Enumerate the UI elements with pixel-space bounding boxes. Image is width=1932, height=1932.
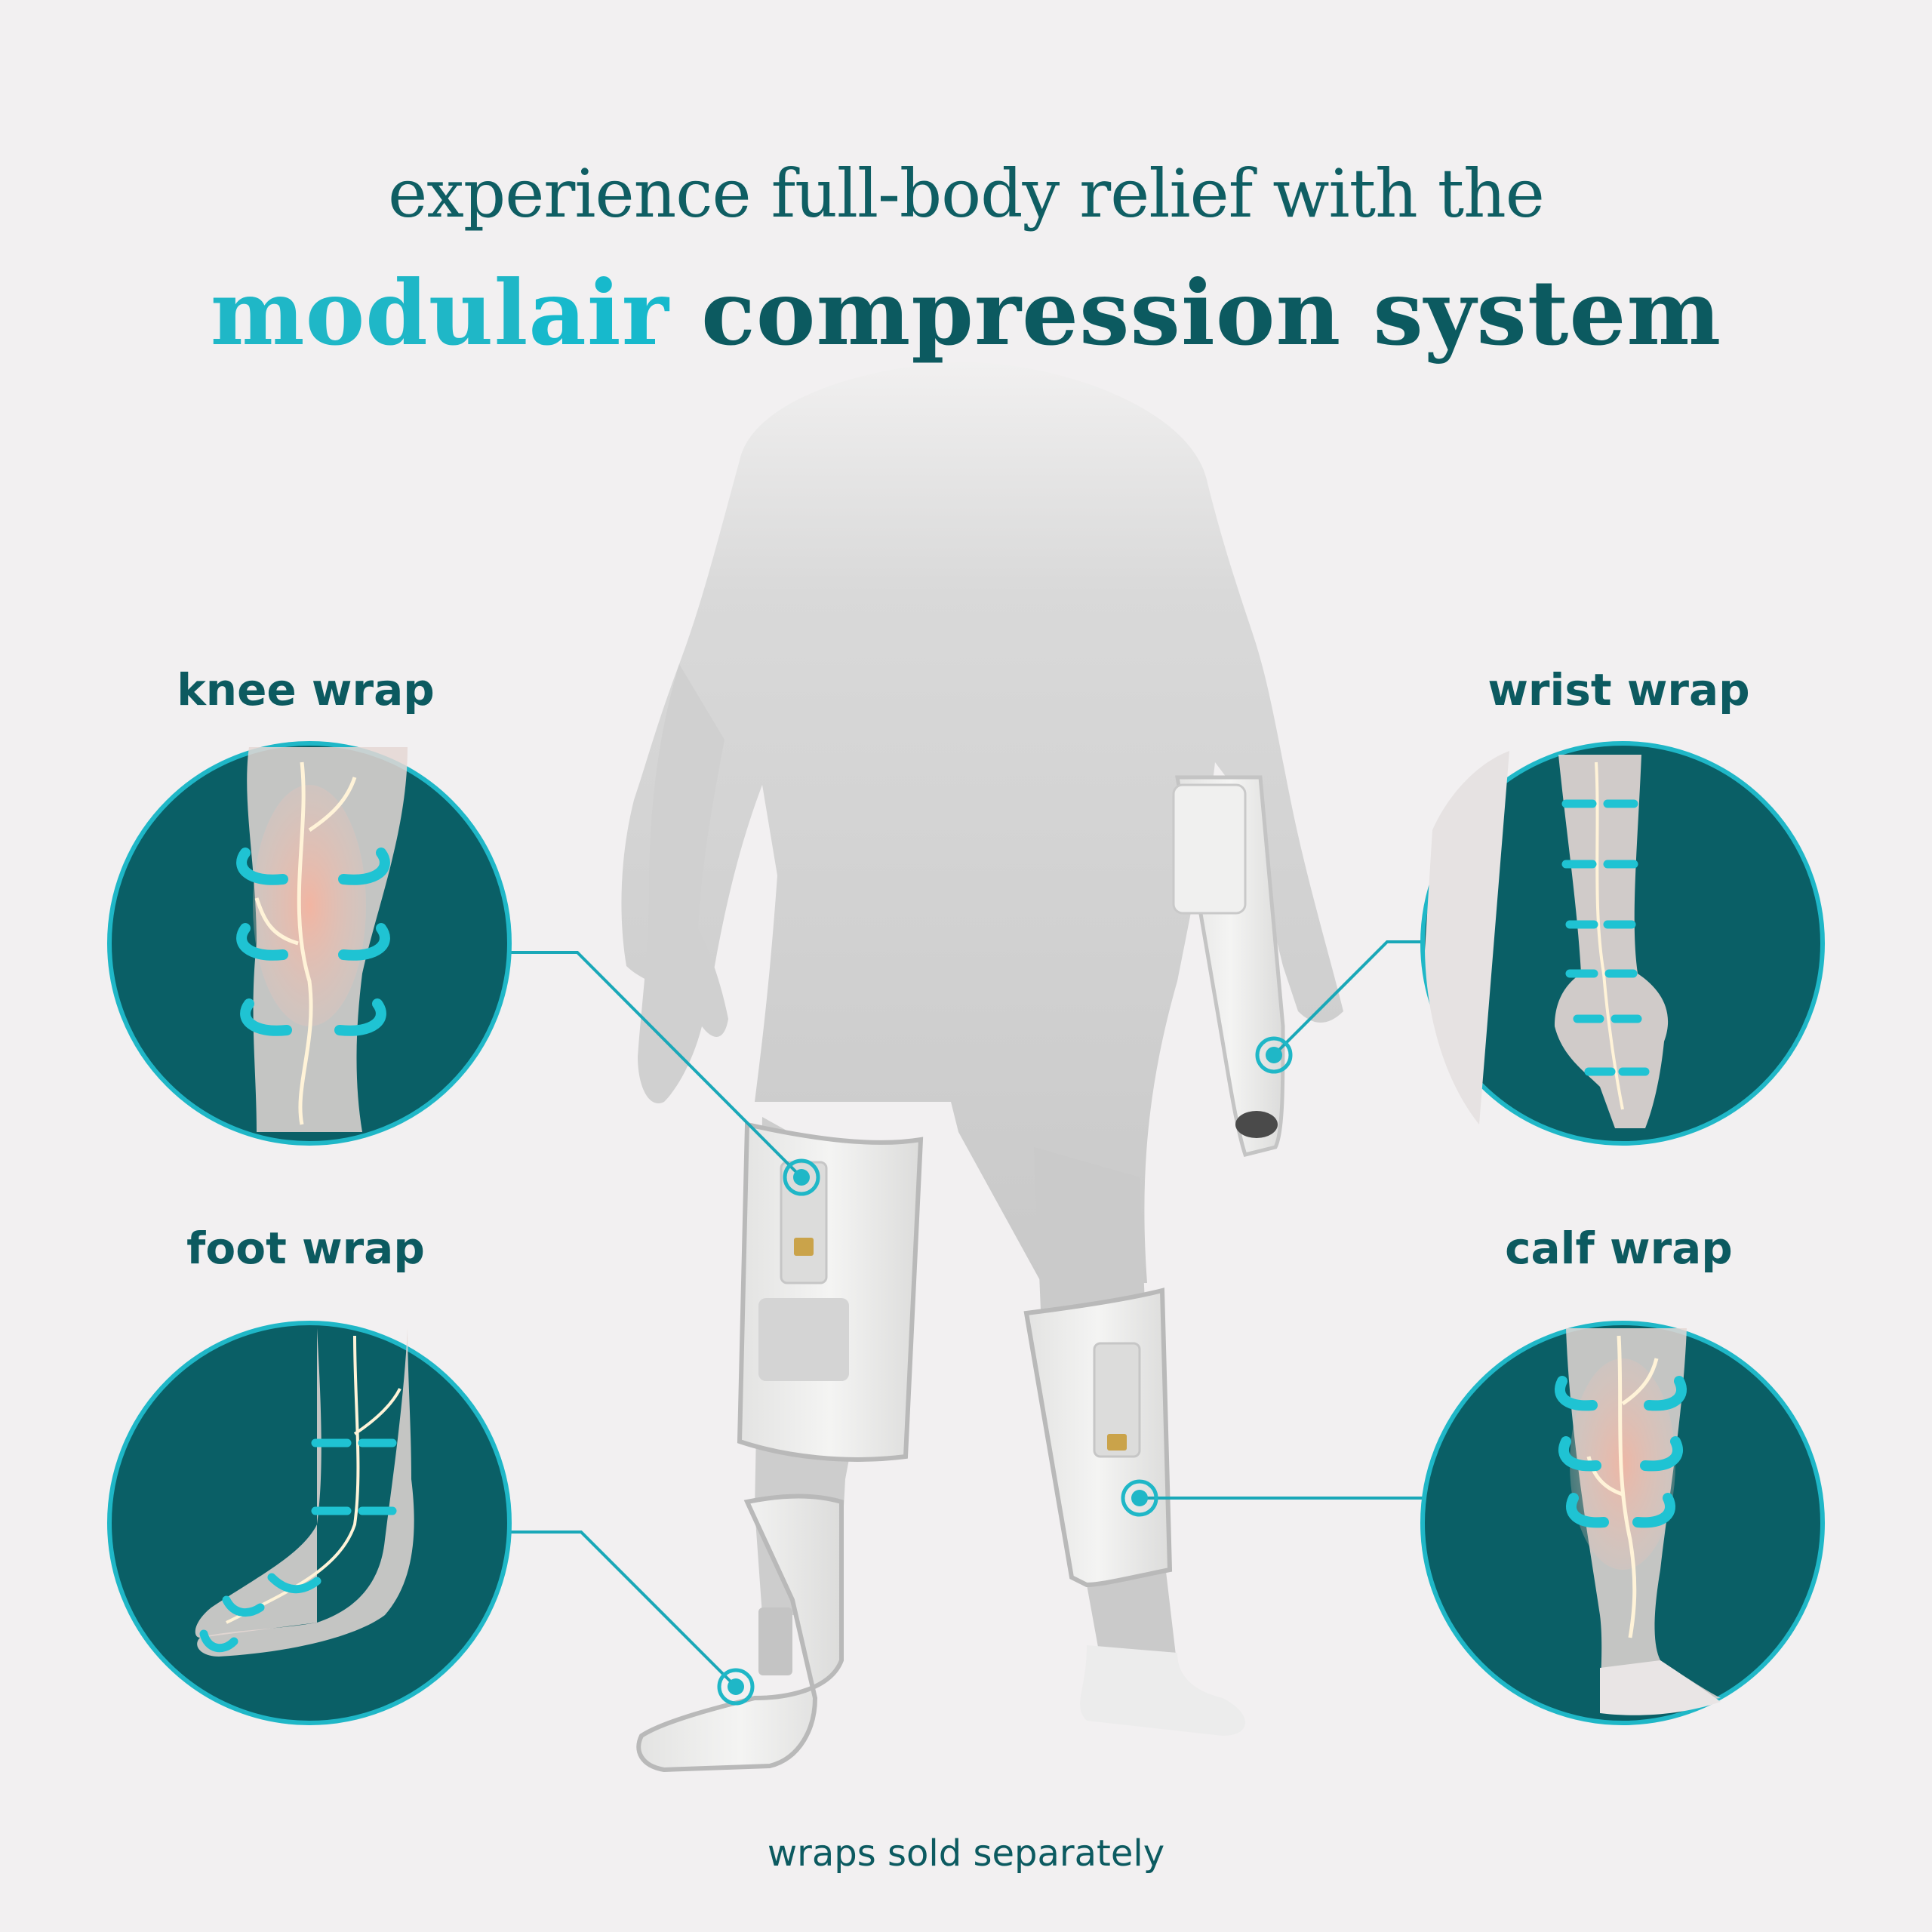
- calf-wrap-device: [1023, 1287, 1173, 1588]
- knee-wrap-device: [737, 1121, 924, 1462]
- calf-target-dot: [1121, 1479, 1158, 1517]
- headline-line-1: experience full-body relief with the: [388, 155, 1545, 232]
- headline-line-2: modulair compression system: [0, 260, 1932, 365]
- wrist-callout-line: [1272, 940, 1425, 1057]
- compression-arrow-icon: [267, 1573, 321, 1594]
- compression-arrow-icon: [1558, 1436, 1601, 1472]
- compression-arrow-icon: [236, 848, 288, 885]
- foot-wrap-device: [636, 1494, 844, 1773]
- compression-arrow-icon: [236, 923, 288, 961]
- brand-modul: modul: [210, 260, 529, 365]
- foot-callout-line: [509, 1531, 737, 1688]
- compression-arrow-icon: [1566, 1493, 1609, 1528]
- compression-arrow-icon: [240, 998, 292, 1036]
- foot-target-dot: [717, 1668, 755, 1706]
- compression-arrow-icon: [338, 848, 390, 885]
- calf-wrap-label: calf wrap: [1505, 1223, 1733, 1274]
- compression-arrow-icon: [1644, 1376, 1687, 1411]
- compression-arrow-icon: [222, 1595, 265, 1617]
- calf-wrap-circle: [1420, 1321, 1825, 1725]
- target-dots: [717, 1036, 1293, 1706]
- wrist-wrap-circle: [1420, 741, 1825, 1146]
- footnote-sold-separately: wraps sold separately: [767, 1832, 1165, 1875]
- compression-arrow-icon: [1640, 1436, 1683, 1472]
- compression-arrow-icon: [1555, 1376, 1598, 1411]
- callout-lines: [509, 940, 1425, 1688]
- foot-wrap-circle: [107, 1321, 512, 1725]
- compression-arrow-icon: [199, 1629, 238, 1653]
- knee-wrap-circle: [107, 741, 512, 1146]
- headline-compression-system: compression system: [669, 260, 1722, 365]
- brand-air: air: [528, 260, 669, 365]
- compression-arrow-icon: [338, 923, 390, 961]
- compression-arrow-icon: [334, 998, 386, 1036]
- foot-wrap-label: foot wrap: [186, 1223, 425, 1274]
- wrist-target-dot: [1255, 1036, 1293, 1074]
- knee-callout-line: [509, 951, 803, 1179]
- wrist-wrap-label: wrist wrap: [1487, 664, 1750, 715]
- compression-arrow-icon: [1632, 1493, 1675, 1528]
- wrist-wrap-device: [1172, 775, 1285, 1157]
- knee-wrap-label: knee wrap: [177, 664, 435, 715]
- knee-target-dot: [783, 1158, 820, 1196]
